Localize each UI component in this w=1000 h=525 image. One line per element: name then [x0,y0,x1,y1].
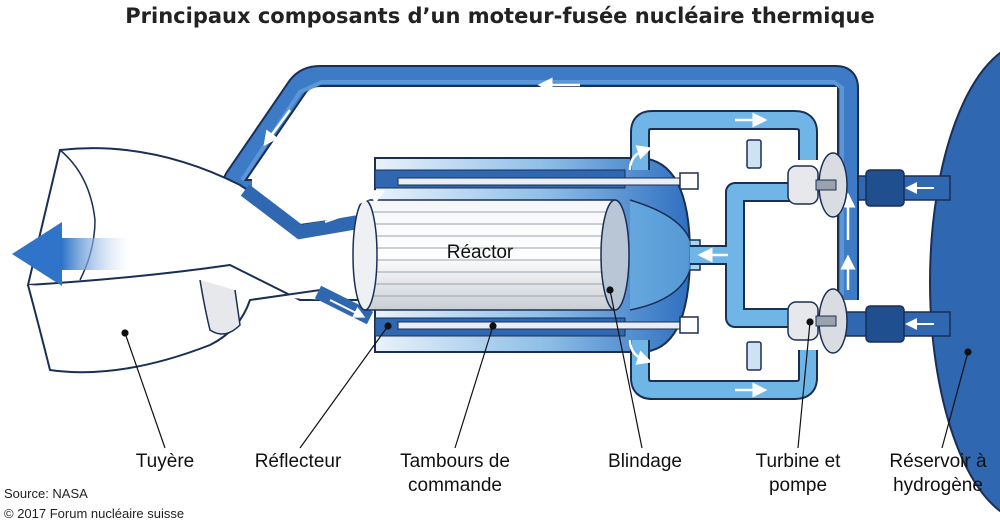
source-credit: Source: NASA [4,486,88,501]
exhaust-arrow [12,222,132,286]
hydrogen-tank [929,51,1000,513]
valves [746,139,762,371]
label-blindage: Blindage [590,450,700,474]
copyright-credit: © 2017 Forum nucléaire suisse [4,506,185,521]
label-tambours: Tambours de commande [380,450,530,498]
label-reservoir: Réservoir à hydrogène [878,450,998,498]
label-tuyere: Tuyère [120,450,210,474]
label-blindage-text: Blindage [608,451,682,472]
turbopump-piping [628,110,818,400]
reactor-vessel [350,157,701,353]
label-reservoir-line1: Réservoir à [889,451,987,472]
label-tambours-line2: commande [408,475,502,496]
label-reflecteur-text: Réflecteur [254,451,342,472]
leader-lines [121,286,972,449]
turbopump-lower [787,288,848,354]
label-turbine-line2: pompe [768,475,828,496]
turbopump-upper [787,152,848,218]
label-turbine-line1: Turbine et [755,451,841,472]
diagram-title: Principaux composants d’un moteur-fusée … [125,4,875,28]
label-reservoir-line2: hydrogène [893,475,983,496]
label-tambours-line1: Tambours de [400,451,510,472]
label-reflecteur: Réflecteur [238,450,358,474]
reactor-label: Réactor [446,242,514,263]
label-tuyere-text: Tuyère [135,451,195,472]
label-turbine: Turbine et pompe [738,450,858,498]
